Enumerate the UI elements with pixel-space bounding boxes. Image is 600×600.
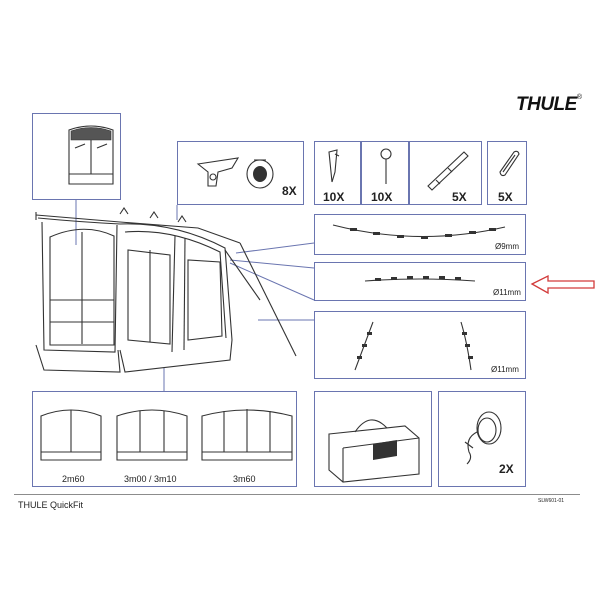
side-wall-label-2: 3m60 [233,474,256,484]
pole-9mm-drawing [332,224,506,239]
pole-11mm-box: Ø11mm [314,262,526,301]
footer-code: SLW601-01 [538,498,565,504]
pole-11mm-label: Ø11mm [493,288,521,297]
rope-box: 2X [438,391,526,487]
pole-11mm-pair-label: Ø11mm [491,365,519,374]
strap-qty: 5X [452,190,467,204]
pole-9mm-label: Ø9mm [495,242,519,251]
side-walls-box: 2m60 3m00 / 3m10 3m60 [32,391,297,487]
thule-logo: THULE® [516,94,582,116]
peg-hook-icon [380,148,392,184]
footer-rule [14,494,580,495]
pole-11mm-pair-box: Ø11mm [314,311,526,379]
loop-qty: 5X [498,190,513,204]
side-wall-2m60-icon [40,409,102,461]
carry-bag-icon [328,419,420,483]
awning-drawing [35,207,297,373]
registered-mark: ® [576,94,582,101]
rope-qty: 2X [499,462,514,476]
pegs-clips-qty: 8X [282,184,297,198]
rear-panel-box [32,113,121,200]
pegs-clips-box: 8X [177,141,304,205]
pole-9mm-box: Ø9mm [314,214,526,255]
footer-product: THULE QuickFit [18,500,84,510]
loop-icon [499,150,520,177]
strap-icon [427,151,469,191]
peg-hook-box: 10X [361,141,409,205]
rubber-clip-icon [246,159,274,189]
rope-icon [464,411,502,465]
side-wall-label-1: 3m00 / 3m10 [124,474,177,484]
thule-logo-text: THULE [516,94,577,115]
wall-clip-icon [196,157,240,187]
loop-box: 5X [487,141,527,205]
stake-icon [328,149,340,183]
pole-11mm-pair-drawing [354,321,473,371]
carry-bag-box [314,391,432,487]
stake-box: 10X [314,141,361,205]
pole-11mm-drawing [364,276,476,282]
rear-panel-drawing [68,125,114,185]
side-wall-label-0: 2m60 [62,474,85,484]
stake-qty: 10X [323,190,345,204]
peg-hook-qty: 10X [371,190,393,204]
strap-box: 5X [409,141,482,205]
side-wall-3m00-icon [116,409,188,461]
side-wall-3m60-icon [201,409,293,461]
